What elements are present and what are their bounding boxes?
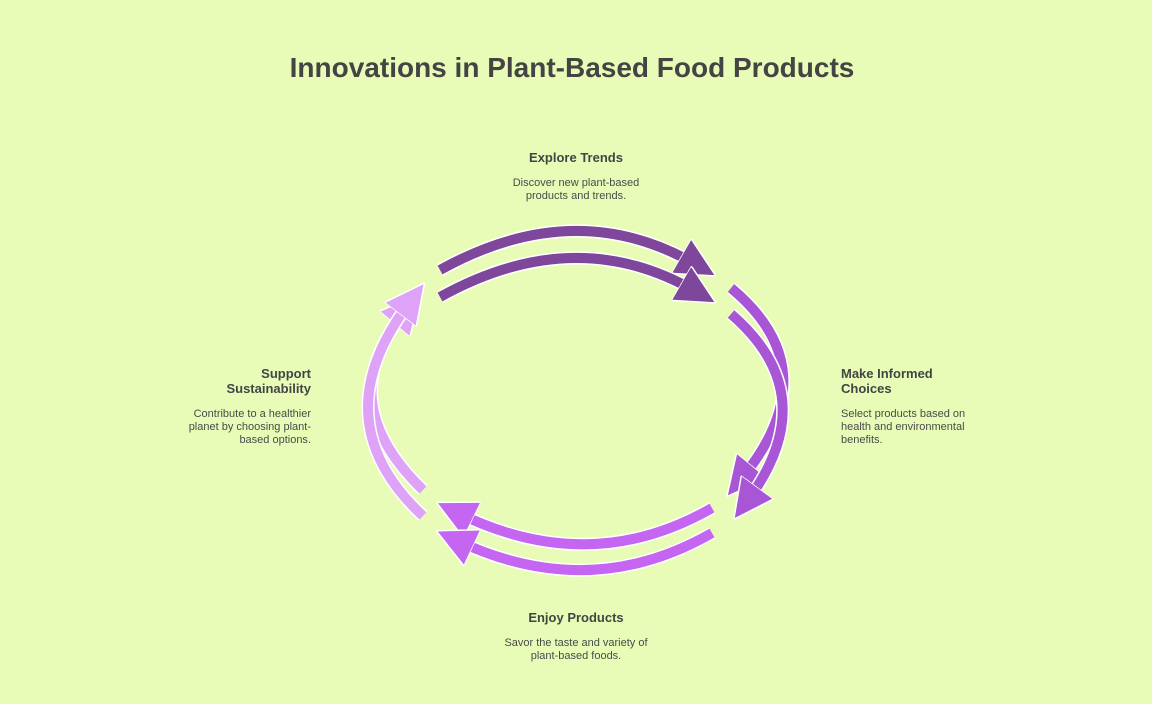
arrow-make-informed-choices: [731, 282, 790, 500]
step-description: Select products based on health and envi…: [841, 408, 966, 446]
step-description: Discover new plant-based products and tr…: [512, 177, 640, 202]
step-description: Savor the taste and variety of plant-bas…: [504, 637, 648, 662]
step-title: Support Sustainability: [226, 366, 311, 396]
diagram-title: Innovations in Plant-Based Food Products: [289, 52, 855, 83]
step-title: Make Informed Choices: [841, 366, 933, 396]
step-support-sustainability: Support Sustainability Contribute to a h…: [151, 366, 311, 447]
arrow-support-sustainability: [361, 302, 428, 521]
step-title: Enjoy Products: [528, 610, 624, 625]
step-explore-trends: Explore Trends Discover new plant-based …: [481, 150, 671, 203]
step-enjoy-products: Enjoy Products Savor the taste and varie…: [481, 610, 671, 663]
step-title: Explore Trends: [529, 150, 623, 165]
step-make-informed-choices: Make Informed Choices Select products ba…: [841, 366, 1001, 447]
step-description: Contribute to a healthier planet by choo…: [188, 408, 311, 446]
arrow-enjoy-products: [458, 508, 716, 577]
arrow-explore-trends: [436, 224, 695, 297]
